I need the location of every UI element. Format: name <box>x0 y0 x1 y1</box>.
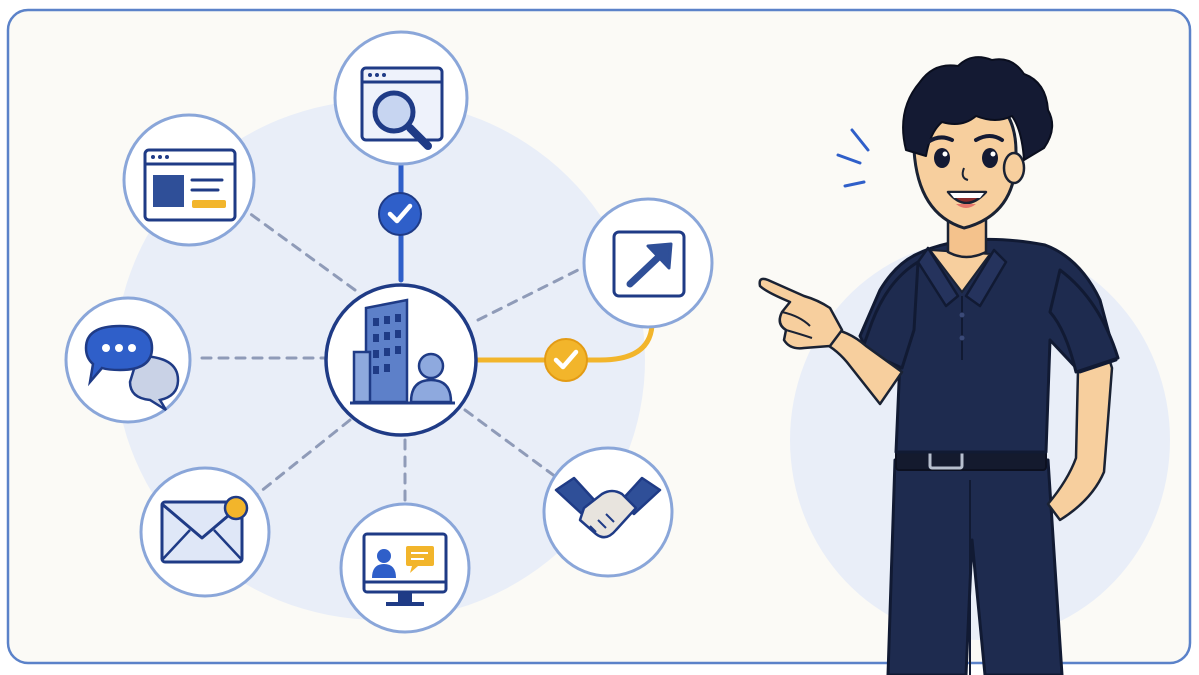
arrow-up-right-icon <box>612 230 686 298</box>
browser-magnifier-icon <box>360 66 444 150</box>
node-web-search[interactable] <box>333 30 469 166</box>
link-partnership <box>463 408 562 482</box>
node-website[interactable] <box>122 113 256 247</box>
node-partnership[interactable] <box>542 446 674 578</box>
link-email <box>248 418 352 502</box>
node-email[interactable] <box>139 466 271 598</box>
excitement-lines <box>836 128 870 188</box>
link-website <box>243 208 357 292</box>
handshake-icon <box>554 476 662 539</box>
monitor-video-chat-icon <box>362 532 448 606</box>
yellow-check-badge <box>544 338 588 382</box>
envelope-notification-icon <box>160 495 249 564</box>
browser-window-icon <box>143 148 237 222</box>
connector-lines <box>193 145 655 507</box>
link-external-link <box>475 322 655 363</box>
node-chat[interactable] <box>64 296 192 424</box>
blue-check-badge <box>378 192 422 236</box>
node-video-call[interactable] <box>339 502 471 634</box>
link-external-dashed <box>476 263 590 322</box>
hub-node <box>324 283 478 437</box>
node-external-link[interactable] <box>582 197 714 329</box>
presenter <box>758 56 1120 675</box>
chat-bubbles-icon <box>84 324 180 412</box>
office-building-with-person-icon <box>350 298 455 405</box>
